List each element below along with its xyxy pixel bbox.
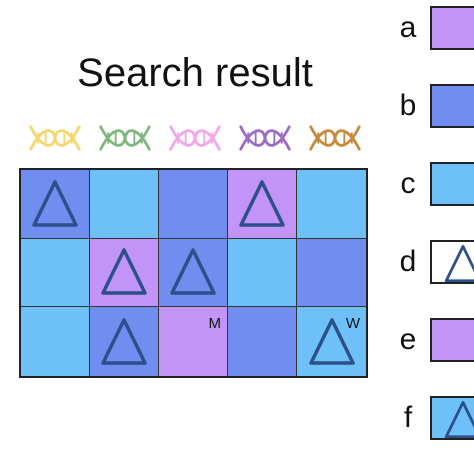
grid-cell[interactable]: [21, 238, 90, 308]
grid-cell[interactable]: [90, 170, 159, 239]
option-swatch[interactable]: [430, 318, 474, 362]
option-swatch[interactable]: [430, 396, 474, 440]
option-letter: f: [403, 401, 413, 434]
dna-icon-row: [27, 120, 367, 156]
option-f[interactable]: f: [390, 396, 474, 440]
option-swatch[interactable]: [430, 162, 474, 206]
grid-cell[interactable]: [21, 170, 90, 239]
triangle-icon: [32, 180, 78, 227]
page-title: Search result: [77, 51, 313, 95]
option-letter: d: [399, 245, 417, 278]
cell-mark-label: M: [208, 315, 222, 333]
grid-cell[interactable]: [159, 238, 228, 308]
triangle-icon: [308, 317, 355, 365]
option-b[interactable]: b: [390, 84, 474, 128]
option-a[interactable]: a: [390, 6, 474, 50]
option-swatch[interactable]: [430, 84, 474, 128]
option-letter: c: [400, 167, 416, 200]
triangle-icon: [239, 180, 285, 227]
cell-mark-label: W: [345, 315, 360, 333]
option-d[interactable]: d: [390, 240, 474, 284]
triangle-icon: [444, 401, 474, 438]
grid-cell[interactable]: [90, 238, 159, 308]
triangle-icon: [101, 248, 147, 296]
option-c[interactable]: c: [390, 162, 474, 206]
option-letter: e: [399, 323, 417, 356]
grid-cell[interactable]: [297, 170, 366, 239]
grid-cell[interactable]: W: [297, 307, 366, 376]
dna-icon-yellow: [29, 125, 81, 151]
grid-cell[interactable]: [159, 170, 228, 239]
dna-icon-orange: [309, 125, 361, 151]
option-letter: b: [399, 89, 417, 122]
triangle-icon: [101, 317, 147, 365]
option-e[interactable]: e: [390, 318, 474, 362]
option-letter: a: [399, 11, 417, 44]
grid-cell[interactable]: [21, 307, 90, 376]
triangle-icon: [444, 245, 474, 282]
option-swatch[interactable]: [430, 6, 474, 50]
grid-cell[interactable]: [297, 238, 366, 308]
dna-icon-green: [99, 125, 151, 151]
grid-cell[interactable]: M: [159, 307, 228, 376]
option-swatch[interactable]: [430, 240, 474, 284]
grid-cell[interactable]: [228, 238, 297, 308]
dna-icon-purple: [239, 125, 291, 151]
grid-cell[interactable]: [228, 170, 297, 239]
grid-cell[interactable]: [228, 307, 297, 376]
dna-icon-pink: [169, 125, 221, 151]
triangle-icon: [170, 248, 216, 296]
grid-cell[interactable]: [90, 307, 159, 376]
